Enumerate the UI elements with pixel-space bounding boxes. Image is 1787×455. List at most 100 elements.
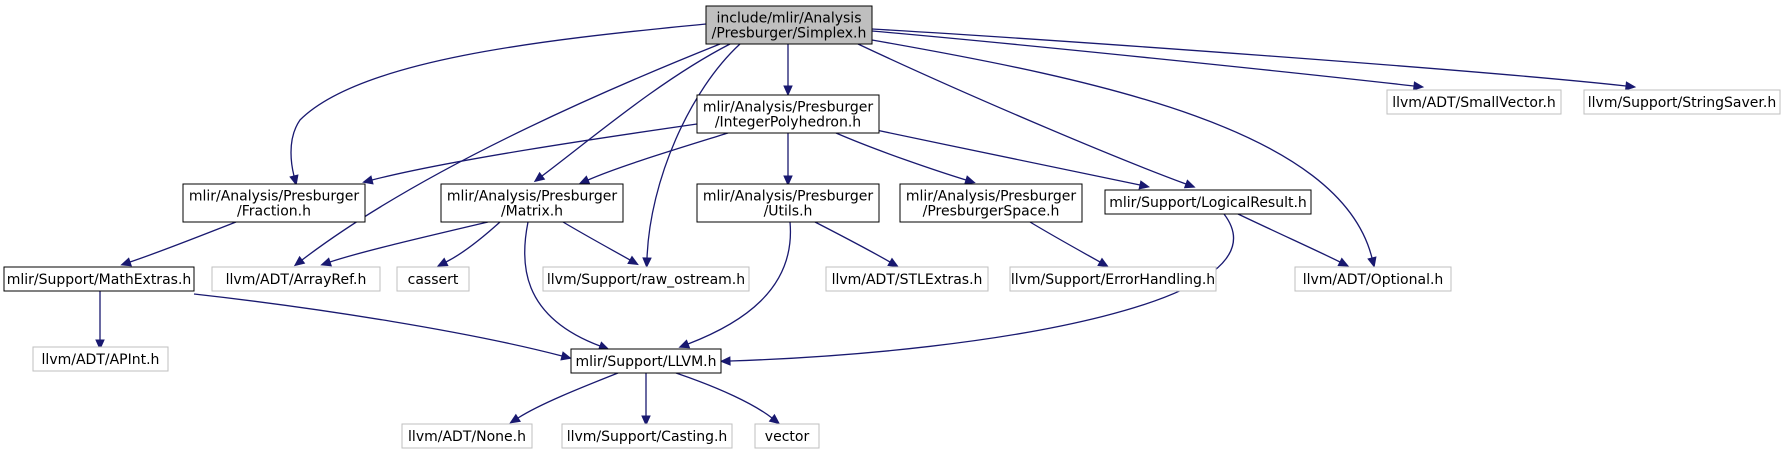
edge-line xyxy=(193,293,563,357)
node-box xyxy=(705,5,873,45)
edge-fraction-to-math_extras xyxy=(120,221,237,267)
edge-integer_polyhedron-to-presburger_space xyxy=(835,132,976,185)
node-box xyxy=(211,266,381,292)
node-casting: llvm/Support/Casting.h xyxy=(561,423,733,449)
node-box xyxy=(1583,89,1781,115)
edge-simplex-to-raw_ostream xyxy=(642,43,741,269)
edge-line xyxy=(835,132,967,181)
edge-logical_result-to-optional xyxy=(1237,213,1350,267)
node-label-line: /Matrix.h xyxy=(501,204,563,220)
edge-simplex-to-string_saver xyxy=(871,28,1637,91)
node-none-h: llvm/ADT/None.h xyxy=(401,423,533,449)
edge-line xyxy=(301,43,721,261)
edge-utils-to-llvm_h xyxy=(678,221,792,349)
edge-simplex-to-fraction xyxy=(289,23,707,186)
node-llvm-h[interactable]: mlir/Support/LLVM.h xyxy=(570,348,722,374)
edge-line xyxy=(290,23,707,177)
edge-arrowhead xyxy=(1337,257,1350,267)
node-label-line: /Utils.h xyxy=(764,204,813,220)
node-simplex[interactable]: include/mlir/Analysis/Presburger/Simplex… xyxy=(705,5,873,45)
edge-arrowhead xyxy=(289,174,299,186)
node-box xyxy=(696,183,880,223)
edge-line xyxy=(1237,213,1341,263)
node-label-line: mlir/Analysis/Presburger xyxy=(906,189,1077,205)
node-string-saver: llvm/Support/StringSaver.h xyxy=(1583,89,1781,115)
edge-line xyxy=(814,221,891,263)
edge-arrowhead xyxy=(642,257,652,269)
edge-arrowhead xyxy=(1412,81,1425,91)
edge-matrix-to-array_ref xyxy=(320,221,489,267)
node-label-line: llvm/ADT/SmallVector.h xyxy=(1392,95,1556,111)
node-label-line: llvm/ADT/ArrayRef.h xyxy=(226,272,367,288)
edge-line xyxy=(871,39,1373,259)
edge-matrix-to-llvm_h xyxy=(524,221,610,351)
edges-layer xyxy=(95,23,1637,427)
edge-llvm_h-to-vector xyxy=(675,372,781,425)
node-optional: llvm/ADT/Optional.h xyxy=(1294,266,1452,292)
edge-arrowhead xyxy=(293,255,306,267)
node-box xyxy=(1009,266,1217,292)
edge-arrowhead xyxy=(678,339,691,349)
edge-arrowhead xyxy=(783,85,793,97)
edge-matrix-to-raw_ostream xyxy=(562,221,639,266)
edge-arrowhead xyxy=(1624,81,1637,91)
edge-integer_polyhedron-to-logical_result xyxy=(875,129,1150,190)
node-box xyxy=(1294,266,1452,292)
edge-arrowhead xyxy=(768,413,781,425)
node-label-line: llvm/Support/StringSaver.h xyxy=(1588,95,1776,111)
edge-arrowhead xyxy=(578,175,591,185)
edge-line xyxy=(646,43,741,259)
edge-line xyxy=(371,123,698,181)
edge-llvm_h-to-casting xyxy=(641,373,651,427)
node-box xyxy=(1104,189,1312,215)
node-label-line: vector xyxy=(765,429,810,445)
node-presburger-space[interactable]: mlir/Analysis/Presburger/PresburgerSpace… xyxy=(899,183,1083,223)
edge-matrix-to-cassert xyxy=(436,221,501,267)
edge-line xyxy=(871,28,1627,87)
node-box xyxy=(570,348,722,374)
edge-simplex-to-logical_result xyxy=(857,43,1196,189)
node-label-line: /Fraction.h xyxy=(237,204,311,220)
edge-integer_polyhedron-to-matrix xyxy=(578,132,729,185)
node-label-line: llvm/ADT/APInt.h xyxy=(42,352,160,368)
node-utils[interactable]: mlir/Analysis/Presburger/Utils.h xyxy=(696,183,880,223)
node-box xyxy=(401,423,533,449)
node-matrix[interactable]: mlir/Analysis/Presburger/Matrix.h xyxy=(440,183,624,223)
edge-line xyxy=(875,129,1141,186)
edge-line xyxy=(562,221,631,261)
node-integer-polyhedron[interactable]: mlir/Analysis/Presburger/IntegerPolyhedr… xyxy=(696,94,880,134)
edge-line xyxy=(675,372,773,419)
edge-integer_polyhedron-to-utils xyxy=(783,133,793,187)
node-label-line: llvm/ADT/None.h xyxy=(408,429,526,445)
node-box xyxy=(182,183,366,223)
edge-arrowhead xyxy=(1097,257,1109,268)
edge-arrowhead xyxy=(641,415,651,427)
node-box xyxy=(1386,89,1562,115)
edge-simplex-to-array_ref xyxy=(293,43,721,267)
edge-line xyxy=(329,221,489,263)
node-box xyxy=(542,266,750,292)
node-logical-result[interactable]: mlir/Support/LogicalResult.h xyxy=(1104,189,1312,215)
node-box xyxy=(561,423,733,449)
node-box xyxy=(3,266,195,292)
node-math-extras[interactable]: mlir/Support/MathExtras.h xyxy=(3,266,195,292)
node-label-line: llvm/Support/Casting.h xyxy=(567,429,728,445)
edge-simplex-to-matrix xyxy=(533,43,731,183)
edge-arrowhead xyxy=(95,339,105,351)
node-label-line: include/mlir/Analysis xyxy=(716,11,861,27)
edge-arrowhead xyxy=(120,257,132,267)
edge-line xyxy=(587,132,729,181)
edge-arrowhead xyxy=(509,413,521,424)
edge-arrowhead xyxy=(533,171,546,183)
edge-integer_polyhedron-to-fraction xyxy=(362,123,698,185)
edge-arrowhead xyxy=(1367,256,1377,268)
edge-line xyxy=(1029,221,1101,263)
node-label-line: llvm/ADT/Optional.h xyxy=(1303,272,1444,288)
edge-line xyxy=(729,213,1234,362)
node-fraction[interactable]: mlir/Analysis/Presburger/Fraction.h xyxy=(182,183,366,223)
nodes-layer: include/mlir/Analysis/Presburger/Simplex… xyxy=(3,5,1781,449)
edge-line xyxy=(524,221,601,347)
edge-logical_result-to-llvm_h xyxy=(719,213,1234,366)
node-label-line: cassert xyxy=(408,272,459,288)
